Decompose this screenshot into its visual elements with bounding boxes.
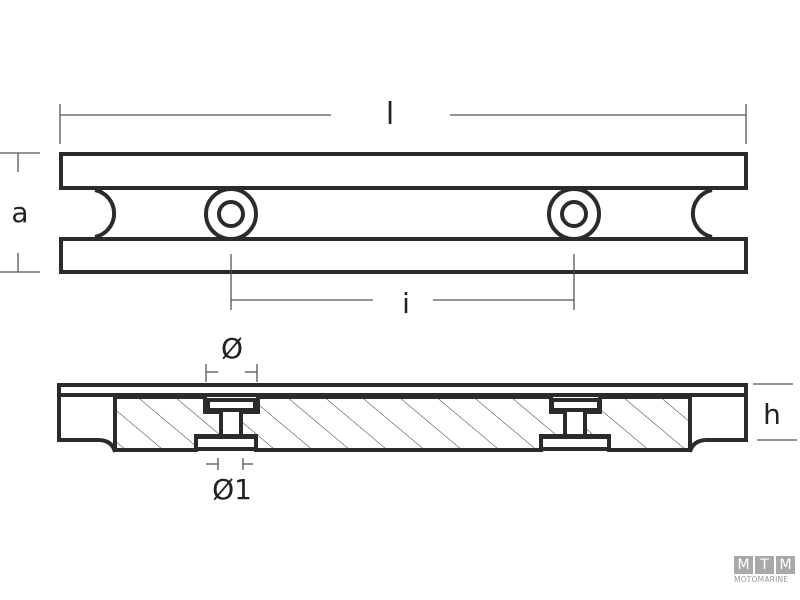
logo-letter-t: T — [755, 556, 774, 574]
right-bushing — [547, 187, 601, 241]
hole-diameter-label: Ø — [221, 332, 243, 365]
left-notch — [94, 188, 117, 239]
left-bushing — [204, 187, 258, 241]
dimension-hole-diameter — [205, 364, 258, 382]
upper-bar — [59, 152, 748, 190]
height-label: h — [763, 398, 781, 431]
logo-text: MOTOMARINE — [734, 575, 789, 584]
dimension-height — [753, 383, 797, 441]
right-end-profile — [688, 395, 748, 453]
top-plate — [57, 383, 748, 397]
dimension-width — [0, 152, 40, 273]
width-label: a — [11, 196, 28, 229]
motomarine-logo: M T M MOTOMARINE — [734, 556, 796, 596]
right-notch — [690, 188, 713, 239]
lower-bar — [59, 237, 748, 274]
logo-letter-m1: M — [734, 556, 753, 574]
right-bushing-section — [539, 398, 611, 451]
hole-spacing-label: i — [402, 287, 410, 320]
counterbore-diameter-label: Ø1 — [212, 473, 252, 506]
dimension-counterbore-diameter — [206, 458, 253, 470]
dimension-hole-spacing — [230, 254, 575, 310]
logo-letters: M T M — [734, 556, 796, 574]
top-view: l a i — [0, 97, 748, 320]
dimension-length — [59, 104, 747, 144]
left-end-profile — [57, 395, 117, 453]
length-label: l — [386, 97, 394, 132]
logo-letter-m2: M — [776, 556, 795, 574]
section-view: Ø Ø1 — [57, 332, 797, 506]
left-bushing-section — [194, 398, 258, 451]
